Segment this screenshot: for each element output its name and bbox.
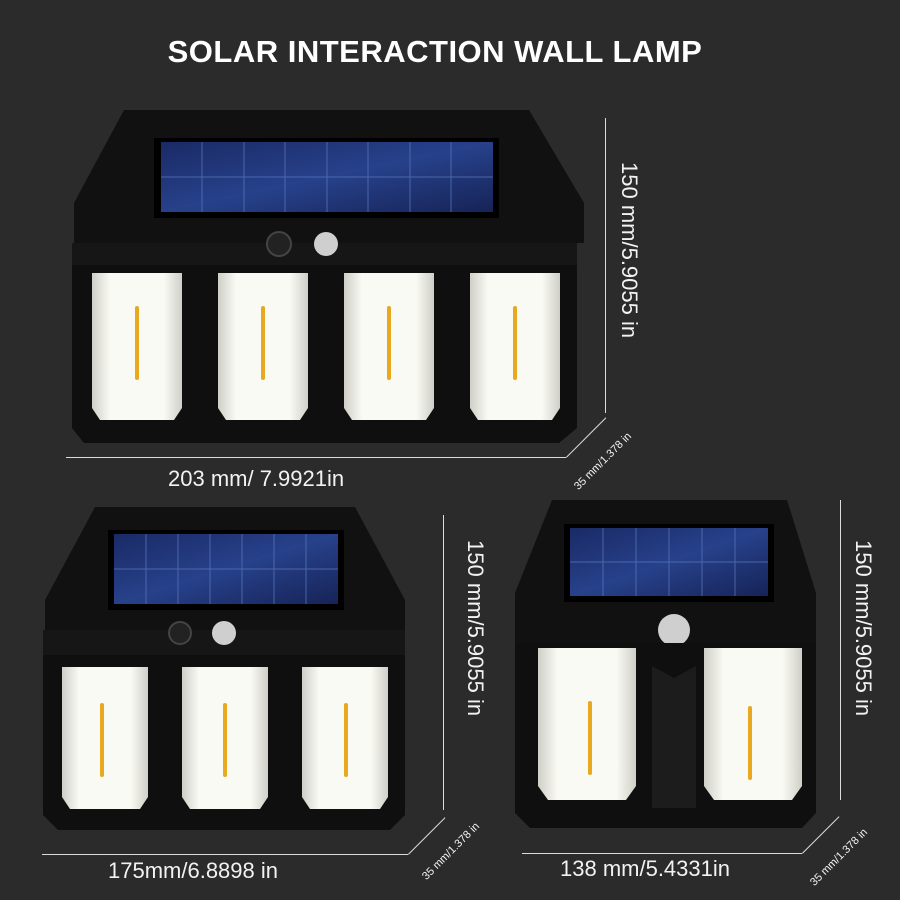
lamp-3-depth-line: [408, 817, 446, 855]
lamp-4-width-line: [66, 457, 566, 458]
lamp-3-height-line: [443, 515, 444, 810]
lamp-2-head-image: [515, 500, 816, 828]
lamp-3-height-label: 150 mm/5.9055 in: [463, 540, 488, 717]
lamp-2-height-line: [840, 500, 841, 800]
lamp-4-height-label: 150 mm/5.9055 in: [617, 162, 642, 339]
lamp-4-height-line: [605, 118, 606, 413]
lamp-2-width-line: [522, 853, 802, 854]
lamp-3-depth-label: 35 mm/1.378 in: [420, 820, 483, 883]
lamp-4-width-label: 203 mm/ 7.9921in: [168, 466, 345, 491]
lamp-4-head-image: [72, 110, 584, 443]
page-title: SOLAR INTERACTION WALL LAMP: [167, 34, 703, 69]
lamp-3-width-line: [42, 854, 408, 855]
lamp-2-depth-label: 35 mm/1.378 in: [808, 826, 871, 889]
lamp-3-width-label: 175mm/6.8898 in: [108, 858, 278, 883]
lamp-2-height-label: 150 mm/5.9055 in: [851, 540, 876, 717]
lamp-2-width-label: 138 mm/5.4331in: [560, 856, 730, 881]
lamp-3-head-image: [43, 507, 405, 830]
